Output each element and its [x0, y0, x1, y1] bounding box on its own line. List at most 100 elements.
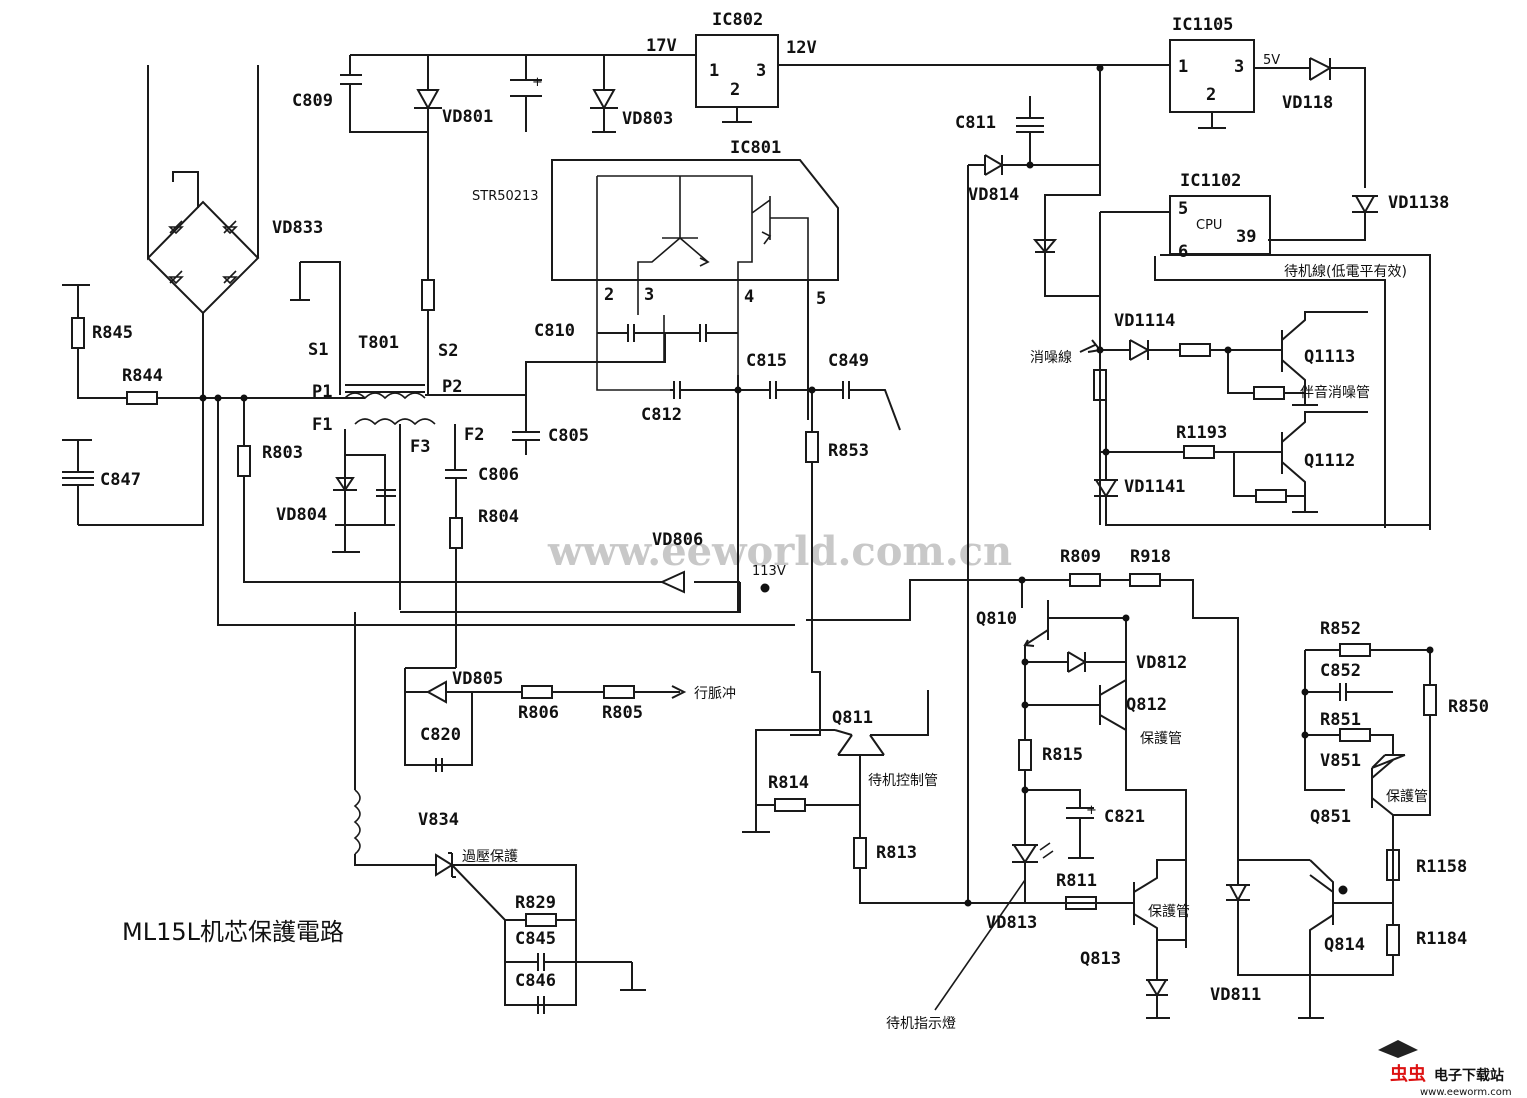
protect-upper: [1018, 573, 1239, 948]
r918-label: R918: [1130, 547, 1171, 567]
ic801-block: [551, 159, 839, 420]
ic1105-pin2: 2: [1206, 85, 1216, 105]
diagram-title: ML15L机芯保護電路: [122, 918, 344, 946]
v851-label: V851: [1320, 751, 1361, 771]
ic802-label: IC802: [712, 10, 763, 30]
bridge-rectifier-vd833: [78, 65, 260, 526]
q811-label: Q811: [832, 708, 873, 728]
ic801-label: IC801: [730, 138, 781, 158]
q814-label: Q814: [1324, 935, 1365, 955]
transformer-t801: [290, 261, 456, 610]
r852-label: R852: [1320, 619, 1361, 639]
voltage-113v: 113V: [752, 564, 786, 579]
c846-label: C846: [515, 971, 556, 991]
vd813-label: VD813: [986, 913, 1037, 933]
c849-label: C849: [828, 351, 869, 371]
line-pulse-chain: [404, 667, 687, 772]
mute-circuit: [1079, 311, 1368, 406]
ic1102-block: [1099, 195, 1431, 530]
line-pulse-label: 行脈冲: [694, 686, 736, 702]
c809-label: C809: [292, 91, 333, 111]
voltage-5v: 5V: [1263, 53, 1280, 68]
c821-label: C821: [1104, 807, 1145, 827]
ic802-pin3: 3: [756, 61, 766, 81]
q811: [742, 690, 1130, 904]
r805-label: R805: [602, 703, 643, 723]
protect-813-label: 保護管: [1148, 904, 1190, 920]
r1158-label: R1158: [1416, 857, 1467, 877]
watermark: www.eeworld.com.cn: [547, 528, 1012, 575]
vd803-label: VD803: [622, 109, 673, 129]
113v-return: [400, 582, 741, 613]
v834-label: V834: [418, 810, 459, 830]
q1112-circuit: [1094, 400, 1430, 526]
ic1105-block: [1096, 39, 1366, 188]
ic1105-pin3: 3: [1234, 57, 1244, 77]
vd1114-label: VD1114: [1114, 311, 1175, 331]
q851-label: Q851: [1310, 807, 1351, 827]
vd118-label: VD118: [1282, 93, 1333, 113]
vd833-label: VD833: [272, 218, 323, 238]
audio-mute-label: 伴音消噪管: [1300, 384, 1370, 401]
c805: [425, 333, 666, 455]
protect-812-label: 保護管: [1140, 731, 1182, 747]
vd804-label: VD804: [276, 505, 327, 525]
svg-text:+: +: [1086, 803, 1097, 818]
voltage-17v: 17V: [646, 36, 677, 56]
r850-label: R850: [1448, 697, 1489, 717]
voltage-12v: 12V: [786, 38, 817, 58]
c820-label: C820: [420, 725, 461, 745]
r851-label: R851: [1320, 710, 1361, 730]
vd814-label: VD814: [968, 185, 1019, 205]
q810-label: Q810: [976, 609, 1017, 629]
c847-label: C847: [100, 470, 141, 490]
svg-text:+: +: [532, 75, 543, 90]
r806-label: R806: [518, 703, 559, 723]
logo-text: 电子下载站: [1434, 1067, 1504, 1084]
ic801-pin2: 2: [604, 285, 614, 305]
ic801-pin3: 3: [644, 285, 654, 305]
overvoltage-label: 過壓保護: [462, 849, 518, 865]
q813-label: Q813: [1080, 949, 1121, 969]
vd811-label: VD811: [1210, 985, 1261, 1005]
ic1105-label: IC1105: [1172, 15, 1233, 35]
vd812-label: VD812: [1136, 653, 1187, 673]
r815-label: R815: [1042, 745, 1083, 765]
ic802-block: [695, 34, 1170, 123]
vd801-label: VD801: [442, 107, 493, 127]
c811-vd814: [967, 68, 1101, 903]
ic1102-cpu-label: CPU: [1196, 218, 1222, 233]
ic801-capacitors: [597, 324, 901, 736]
ic801-part-label: STR50213: [472, 189, 539, 204]
r803-resistor: [237, 445, 251, 477]
t801-p1: P1: [312, 382, 332, 402]
r814-label: R814: [768, 773, 809, 793]
r829-label: R829: [515, 893, 556, 913]
c805-label: C805: [548, 426, 589, 446]
ic802-pin2: 2: [730, 80, 740, 100]
t801-f2: F2: [464, 425, 484, 445]
top-secondary: +: [340, 54, 696, 395]
r845-label: R845: [92, 323, 133, 343]
ic1102-pin6: 6: [1178, 242, 1188, 262]
c852-label: C852: [1320, 661, 1361, 681]
c806-r804: [445, 469, 467, 668]
c811-label: C811: [955, 113, 996, 133]
logo-url: www.eeworm.com: [1420, 1087, 1512, 1098]
r845-r844-c847: [62, 284, 365, 525]
vd805-label: VD805: [452, 669, 503, 689]
c810-label: C810: [534, 321, 575, 341]
r844-label: R844: [122, 366, 163, 386]
ic1105-pin1: 1: [1178, 57, 1188, 77]
vd1138-label: VD1138: [1388, 193, 1449, 213]
c815-label: C815: [746, 351, 787, 371]
t801-label: T801: [358, 333, 399, 353]
r803-label: R803: [262, 443, 303, 463]
vd806-label: VD806: [652, 530, 703, 550]
q1113-label: Q1113: [1304, 347, 1355, 367]
r804-label: R804: [478, 507, 519, 527]
vd1138: [1268, 195, 1378, 241]
t801-f3: F3: [410, 437, 430, 457]
v834-overvoltage: [353, 612, 646, 1014]
